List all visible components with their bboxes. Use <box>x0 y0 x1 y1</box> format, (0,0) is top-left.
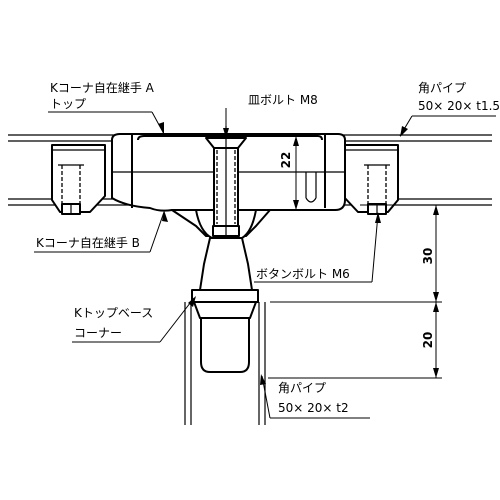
label-square-pipe-bottom: 角パイプ <box>278 381 326 395</box>
top-base-corner <box>191 237 259 319</box>
label-dish-bolt: 皿ボルト M8 <box>248 93 318 107</box>
dimension-22: 22 <box>279 136 299 210</box>
label-k-top-base: Kトップベース <box>74 306 153 320</box>
dimension-20-text: 20 <box>421 332 435 349</box>
left-nut-icon <box>61 203 81 215</box>
label-k-corner-joint-a-top: トップ <box>50 97 86 111</box>
leader-lines <box>34 108 496 419</box>
label-square-pipe-bottom-spec: 50× 20× t2 <box>278 401 349 415</box>
dimension-30-20: 30 20 <box>268 204 442 379</box>
label-k-corner-joint-b: Kコーナ自在継手 B <box>36 235 140 250</box>
label-k-corner-joint-a: Kコーナ自在継手 A <box>50 80 155 95</box>
label-square-pipe-top-spec: 50× 20× t1.5 <box>418 99 500 113</box>
dimension-22-text: 22 <box>279 152 293 169</box>
label-square-pipe-top: 角パイプ <box>418 81 466 95</box>
right-nut-icon <box>367 203 387 215</box>
right-joint-block <box>342 144 399 215</box>
left-joint-block <box>51 144 106 215</box>
label-button-bolt: ボタンボルト M6 <box>256 267 350 281</box>
vertical-pipe <box>184 302 266 425</box>
label-k-top-base-corner: コーナー <box>74 326 122 340</box>
dish-bolt-m8 <box>205 126 247 240</box>
dimension-30-text: 30 <box>421 248 435 265</box>
